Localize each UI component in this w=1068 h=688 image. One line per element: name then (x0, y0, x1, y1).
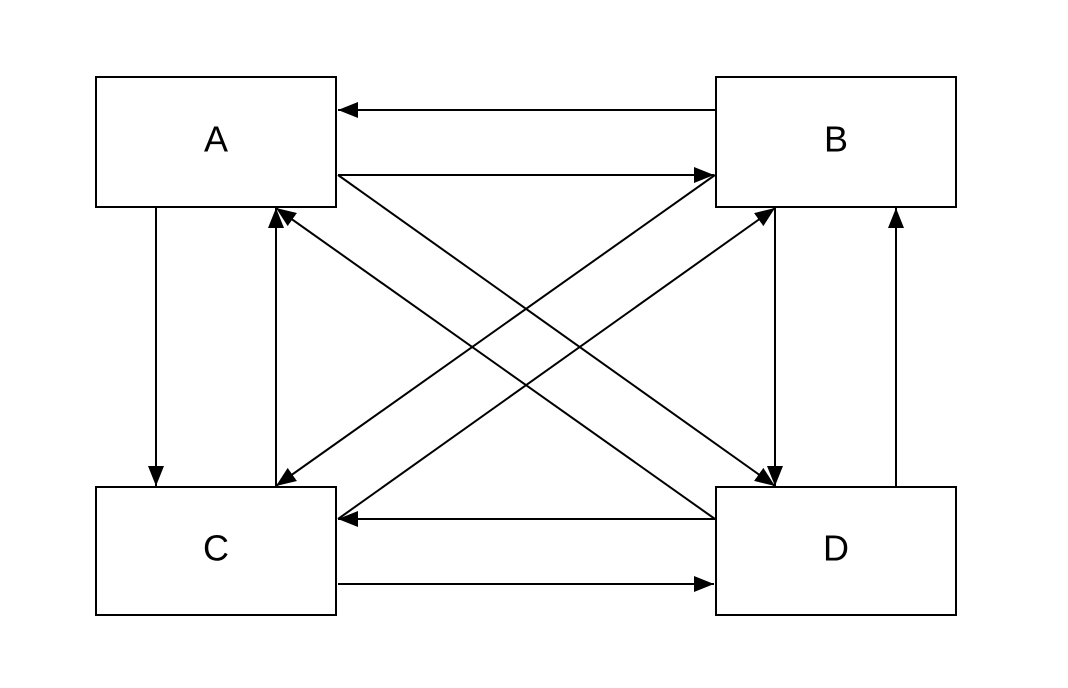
node-a: A (95, 76, 337, 208)
edge-a-to-d (337, 174, 776, 487)
edge-d-to-a (275, 207, 716, 520)
node-a-box (95, 76, 337, 208)
node-c-label: C (203, 528, 229, 569)
edge-c-to-b (337, 207, 776, 520)
node-d-label: D (823, 528, 849, 569)
node-a-label: A (204, 119, 228, 160)
node-b-label: B (824, 119, 848, 160)
node-b-box (715, 76, 957, 208)
node-d-box (715, 486, 957, 616)
edges (148, 102, 904, 592)
node-c-box (95, 486, 337, 616)
node-d: D (715, 486, 957, 616)
edge-b-to-c (275, 174, 716, 487)
node-c: C (95, 486, 337, 616)
node-b: B (715, 76, 957, 208)
